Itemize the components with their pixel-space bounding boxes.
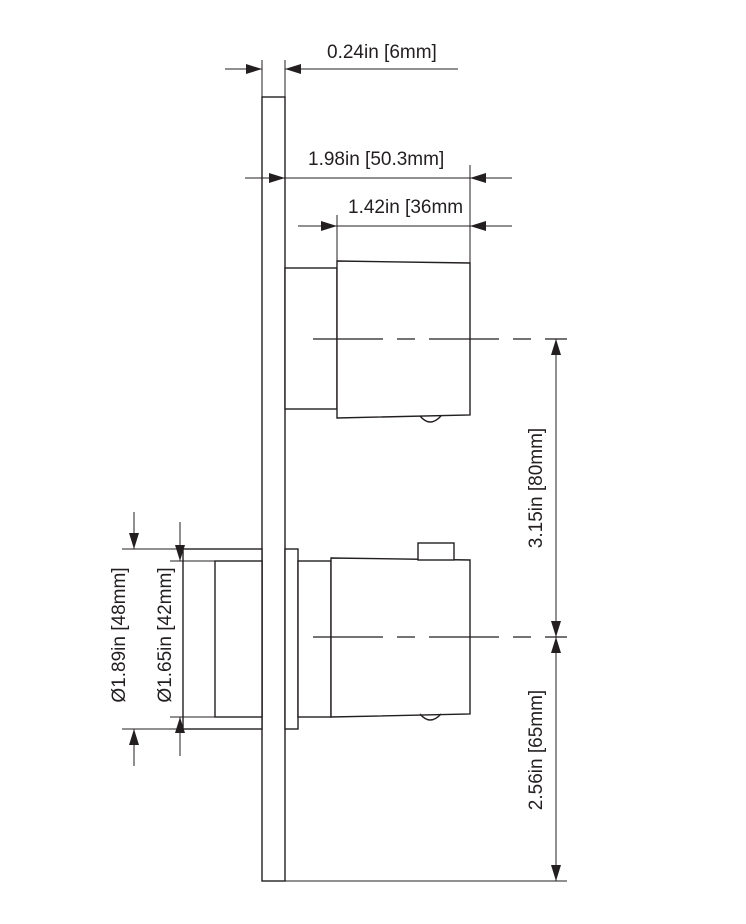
arrowhead <box>269 173 285 183</box>
mounting-plate <box>261 96 286 882</box>
lower-valve <box>182 542 471 730</box>
lower-flange-inner <box>214 560 263 718</box>
inner-diameter-dimension: Ø1.65in [42mm] <box>155 522 215 756</box>
arrowhead <box>470 221 486 231</box>
dimension-label: Ø1.65in [42mm] <box>155 567 176 702</box>
bottom-offset-dimension: 2.56in [65mm] <box>526 637 561 881</box>
arrowhead <box>175 717 185 733</box>
upper-valve-knob <box>419 415 442 423</box>
outer-diameter-dimension: Ø1.89in [48mm] <box>109 512 183 766</box>
arrowhead <box>246 64 262 74</box>
center-spacing-dimension: 3.15in [80mm] <box>526 339 561 637</box>
dimension-label: 3.15in [80mm] <box>526 428 547 548</box>
arrowhead <box>551 865 561 881</box>
arrowhead <box>551 621 561 637</box>
dimension-label: 2.56in [65mm] <box>526 690 547 810</box>
upper-valve <box>284 260 471 423</box>
arrowhead <box>129 729 139 745</box>
lower-valve-knob <box>419 713 442 721</box>
arrowhead <box>551 339 561 355</box>
arrowhead <box>129 533 139 549</box>
dimension-label: 1.42in [36mm <box>348 197 463 218</box>
panel-thickness-dimension: 0.24in [6mm] <box>225 42 458 97</box>
lower-valve-nub <box>417 542 455 561</box>
overall-depth-dimension: 1.98in [50.3mm] <box>245 149 512 263</box>
lower-valve-neck <box>297 560 332 718</box>
arrowhead <box>321 221 337 231</box>
dimension-label: 1.98in [50.3mm] <box>308 149 444 170</box>
cartridge-depth-dimension: 1.42in [36mm <box>298 197 512 261</box>
arrowhead <box>285 64 301 74</box>
dimension-label: 0.24in [6mm] <box>327 42 437 63</box>
arrowhead <box>551 637 561 653</box>
lower-flange-right <box>284 548 299 730</box>
arrowhead <box>175 545 185 561</box>
dimension-label: Ø1.89in [48mm] <box>109 567 130 702</box>
arrowhead <box>470 173 486 183</box>
